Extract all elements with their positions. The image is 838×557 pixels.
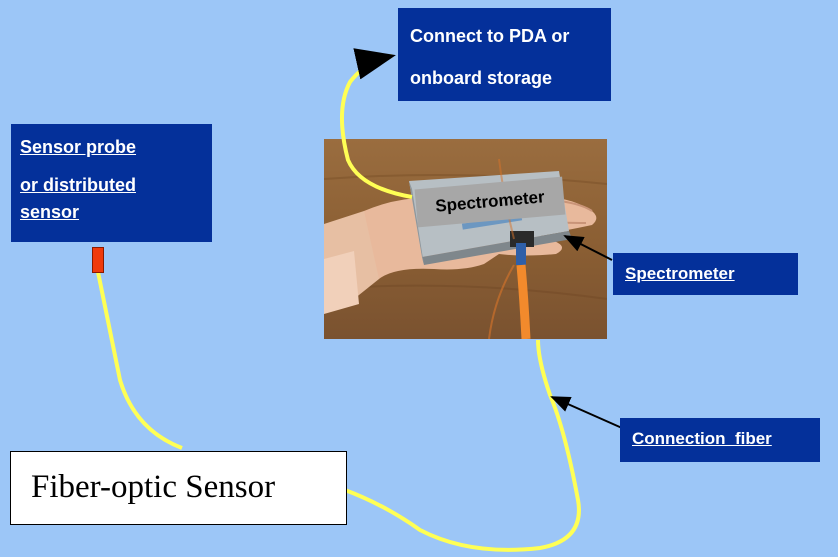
connection-fiber [344, 339, 581, 552]
probe-fiber [96, 271, 183, 450]
probe-line-3: sensor [20, 202, 80, 222]
sensor-probe-label: Sensor probe or distributed sensor [11, 124, 212, 242]
probe-line-2: or distributed [20, 175, 136, 195]
probe-line-1: Sensor probe [20, 137, 137, 157]
sensor-probe-tip [92, 247, 104, 273]
spectrometer-photo: Spectrometer [324, 139, 607, 339]
spectrometer-label: Spectrometer [613, 253, 798, 295]
connect-line-2: onboard storage [410, 68, 553, 88]
connect-line-1: Connect to PDA or [410, 26, 570, 46]
arrow-icon [550, 396, 623, 429]
connect-storage-label: Connect to PDA or onboard storage [398, 8, 611, 101]
fiber-optic-sensor-label: Fiber-optic Sensor [10, 451, 347, 525]
arrow-icon [563, 235, 613, 261]
connection-fiber-label: Connection fiber [620, 418, 820, 462]
data-cable [340, 48, 413, 199]
